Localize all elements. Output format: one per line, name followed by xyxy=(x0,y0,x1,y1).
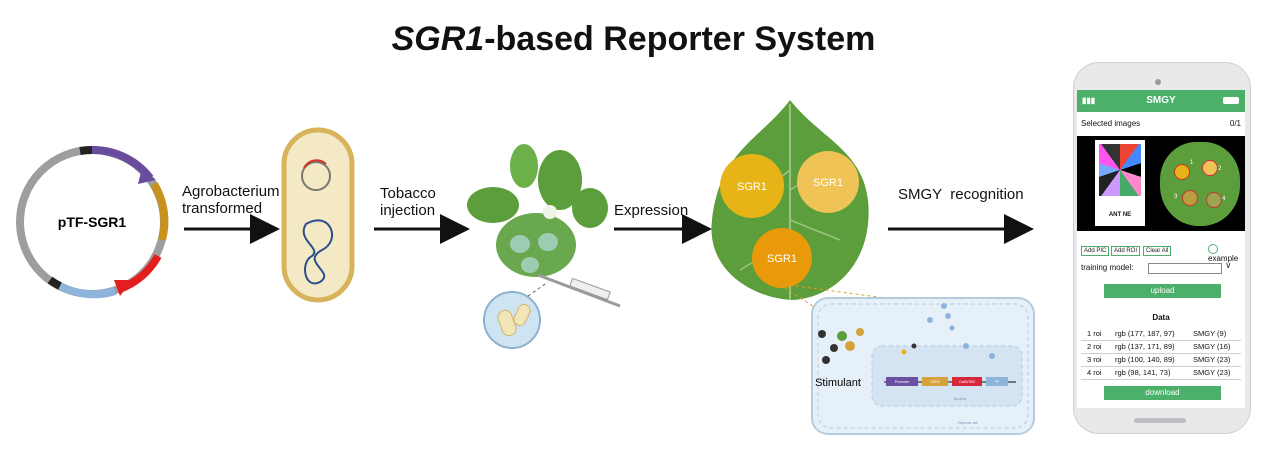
figure-title: SGR1-based Reporter System xyxy=(391,20,876,58)
example-link[interactable]: example xyxy=(1208,244,1245,263)
stimulant-label: Stimulant xyxy=(815,377,861,389)
agrobacterium-cell xyxy=(281,127,355,303)
selected-count: 0/1 xyxy=(1229,119,1241,128)
gene-label-camv35s: CaMV35S xyxy=(959,380,976,384)
add-roi-button[interactable]: Add ROI xyxy=(1111,246,1141,256)
chevron-down-icon[interactable]: ∨ xyxy=(1225,260,1232,270)
step-label-agrobacterium: Agrobacterium transformed xyxy=(182,183,280,217)
plasmid-label: pTF-SGR1 xyxy=(58,214,127,230)
add-pic-button[interactable]: Add PIC xyxy=(1081,246,1110,256)
clear-all-button[interactable]: Clear All xyxy=(1143,246,1172,256)
preview-leaf: 1 2 3 4 xyxy=(1160,142,1240,226)
training-model-select[interactable] xyxy=(1148,263,1222,274)
download-button[interactable]: download xyxy=(1104,386,1221,400)
training-model-label: training model: xyxy=(1081,263,1134,272)
roi-number-4: 4 xyxy=(1222,196,1226,202)
color-card: ANT NE xyxy=(1095,140,1145,226)
gene-label-promoter: Promoter xyxy=(895,380,910,384)
expression-leaf xyxy=(711,100,869,300)
reporter-cell-inset xyxy=(811,297,1035,435)
step-label-tobacco: Tobacco injection xyxy=(380,185,436,219)
signal-icon: ▮▮▮ xyxy=(1082,96,1096,105)
reporter-cell-label: Reporter cell xyxy=(958,421,978,425)
phone-speaker xyxy=(1155,79,1161,85)
selected-image-preview[interactable]: ANT NE 1 2 3 4 xyxy=(1077,136,1245,231)
selected-images-label: Selected images xyxy=(1081,119,1141,128)
step-label-expression: Expression xyxy=(614,202,689,219)
data-heading: Data xyxy=(1152,313,1170,322)
leaf-spot-label-3: SGR1 xyxy=(767,253,797,265)
step-label-smgy: SMGY recognition xyxy=(898,186,1024,203)
roi-number-1: 1 xyxy=(1190,160,1194,166)
app-header: ▮▮▮ SMGY xyxy=(1077,90,1245,112)
home-indicator xyxy=(1134,418,1186,423)
card-text: ANT NE xyxy=(1108,212,1132,218)
roi-number-3: 3 xyxy=(1174,194,1178,200)
plasmid-diagram xyxy=(16,145,169,299)
leaf-spot-label-2: SGR1 xyxy=(813,177,843,189)
gene-label-sgr1: SGR1 xyxy=(930,380,940,384)
roi-number-2: 2 xyxy=(1218,166,1222,172)
upload-button[interactable]: upload xyxy=(1104,284,1221,298)
battery-icon xyxy=(1223,97,1239,104)
gene-label-tf: TF xyxy=(995,380,999,384)
app-title: SMGY xyxy=(1146,95,1176,106)
leaf-spot-label-1: SGR1 xyxy=(737,181,767,193)
app-screen: ▮▮▮ SMGY Selected images 0/1 ANT NE 1 2 … xyxy=(1077,90,1245,408)
nucleus-label: Nucleus xyxy=(954,397,967,401)
tobacco-plant xyxy=(467,144,608,277)
target-icon xyxy=(1208,244,1218,254)
syringe xyxy=(537,273,621,308)
